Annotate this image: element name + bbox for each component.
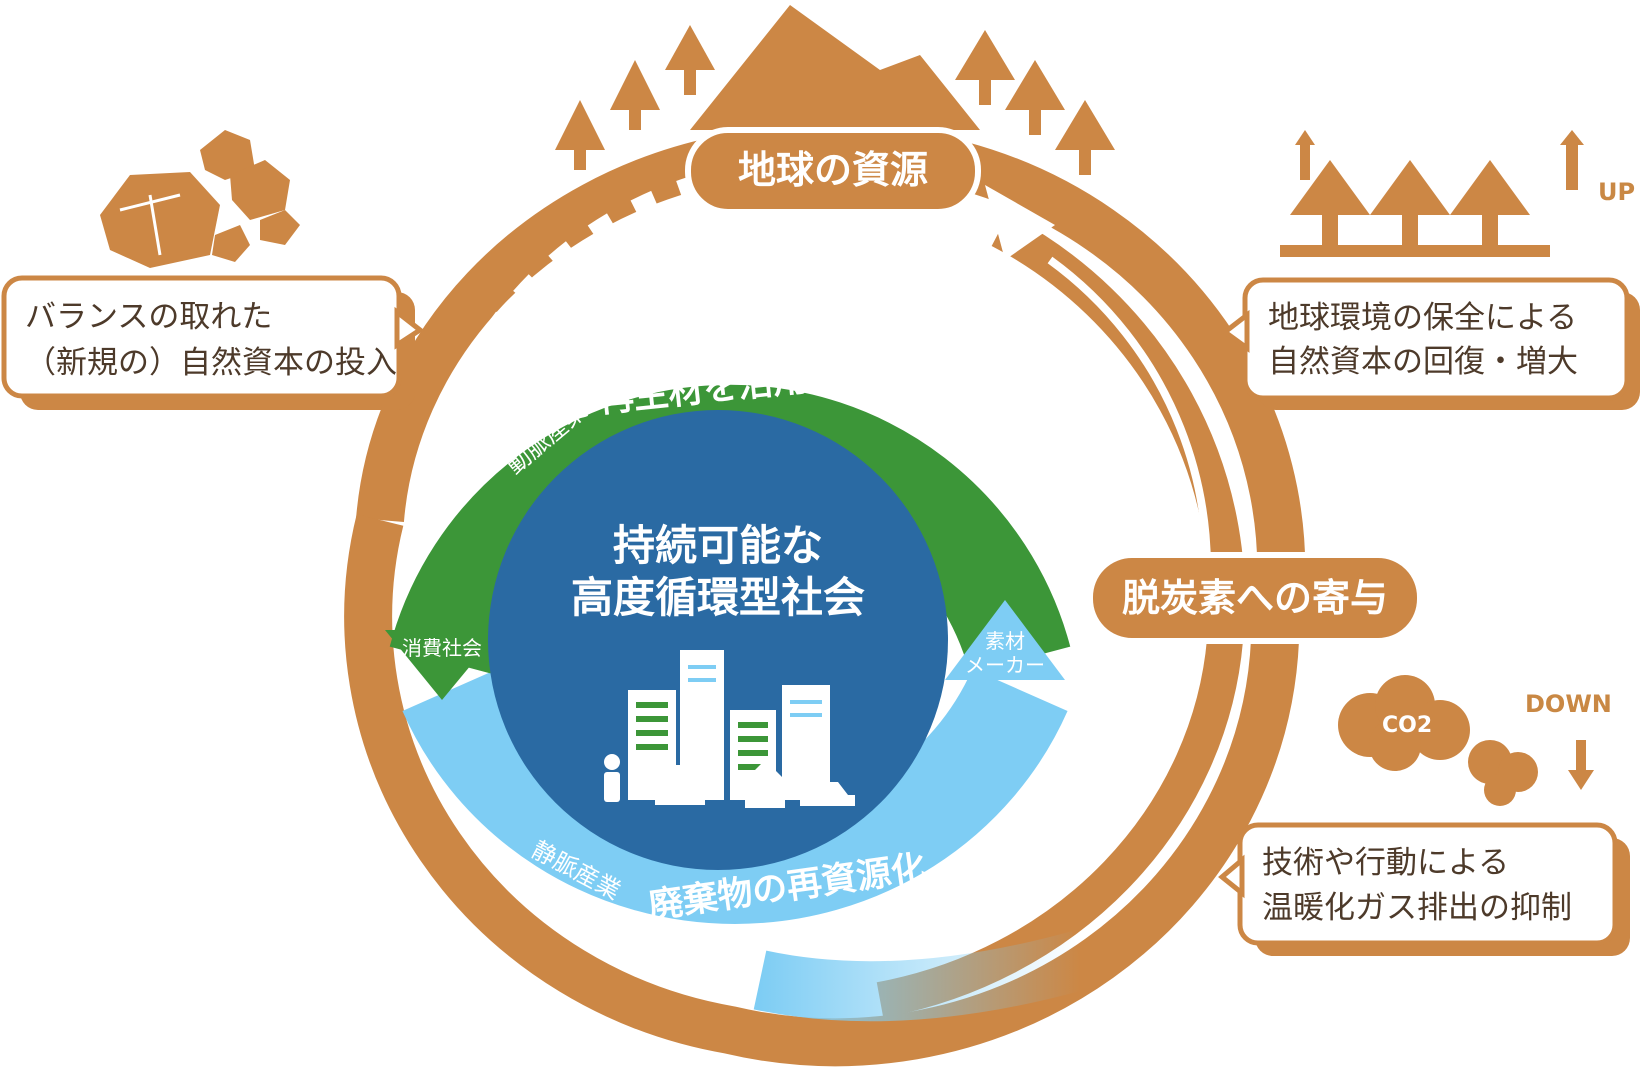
right-bottom-info-box: 技術や行動による 温暖化ガス排出の抑制 [1218, 822, 1630, 956]
blue-ring [402, 668, 1089, 1022]
right-top-info-box: 地球環境の保全による 自然資本の回復・増大 [1220, 277, 1640, 410]
material-maker-line1: 素材 [985, 629, 1025, 653]
right-top-box-line2: 自然資本の回復・増大 [1268, 344, 1578, 380]
center-line1: 持続可能な [613, 521, 823, 570]
forest-up-icon [1280, 130, 1584, 257]
center-line2: 高度循環型社会 [571, 573, 865, 622]
co2-label: CO2 [1382, 713, 1432, 738]
left-box-line1: バランスの取れた [25, 299, 272, 335]
earth-resources-label: 地球の資源 [738, 148, 928, 192]
right-bottom-box-line1: 技術や行動による [1262, 845, 1509, 881]
consumer-label: 消費社会 [402, 636, 482, 660]
building-windows [636, 665, 822, 770]
outer-cycle-ring [344, 136, 1306, 1067]
right-top-box-line1: 地球環境の保全による [1268, 300, 1577, 336]
up-label: UP [1598, 178, 1635, 206]
co2-cloud-icon [1338, 675, 1538, 806]
tree-icons-top-right [955, 30, 1115, 175]
material-maker-line2: メーカー [965, 653, 1045, 677]
tree-icons-top-left [555, 25, 715, 170]
material-arrow-icon [945, 600, 1065, 680]
consumer-arrow-icon [385, 630, 500, 700]
rocks-icon [100, 130, 300, 268]
left-info-box: バランスの取れた （新規の）自然資本の投入 [1, 275, 425, 410]
down-label: DOWN [1525, 690, 1612, 718]
right-bottom-box-line2: 温暖化ガス排出の抑制 [1262, 890, 1572, 926]
center-circle [488, 410, 948, 870]
earth-resources-pill [685, 127, 981, 215]
dashed-arrow-left [410, 177, 695, 488]
decarbonization-pill [1087, 552, 1423, 644]
down-arrow-icon [1568, 740, 1594, 790]
left-box-line2: （新規の）自然資本の投入 [25, 345, 397, 381]
house-icon [745, 760, 785, 808]
mountain-icon [690, 5, 980, 130]
person-icon [604, 754, 620, 802]
car-icon [800, 782, 855, 806]
decarbonization-label: 脱炭素への寄与 [1122, 576, 1388, 620]
